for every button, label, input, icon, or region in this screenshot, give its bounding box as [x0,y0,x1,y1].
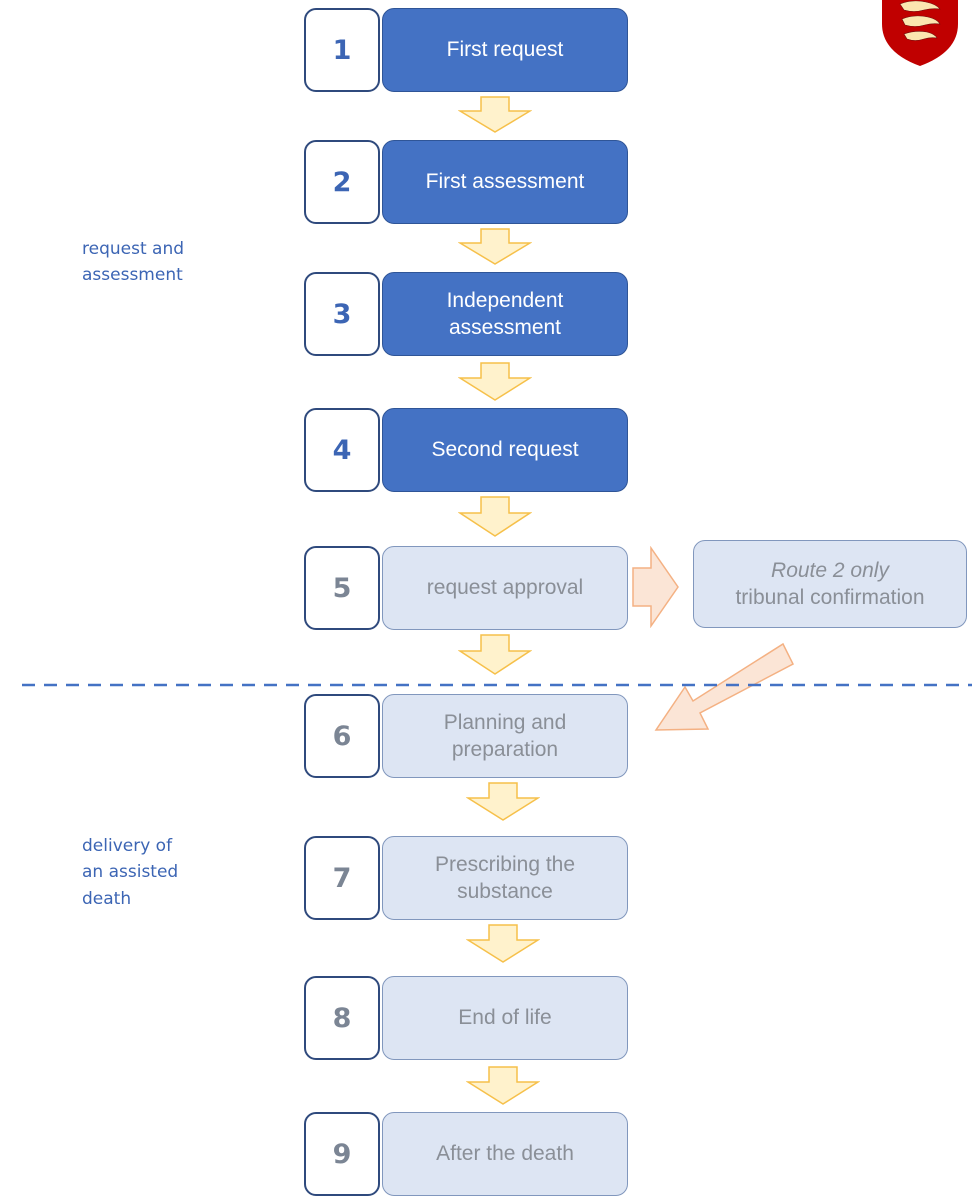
down-arrow-7-8 [466,924,540,963]
step-7-label: Prescribing the substance [434,852,576,903]
down-arrow-2-3 [458,228,532,265]
step-9-after-death: After the death [382,1112,628,1196]
step-8-number: 8 [304,976,380,1060]
tribunal-confirmation-box: Route 2 only tribunal confirmation [693,540,967,628]
step-6-number: 6 [304,694,380,778]
phase-label-request-assessment: request and assessment [82,239,185,286]
tribunal-confirmation-label: tribunal confirmation [735,586,925,609]
step-6-planning-preparation: Planning and preparation [382,694,628,778]
step-9-label: After the death [436,1142,574,1166]
step-7-number: 7 [304,836,380,920]
step-5-label: request approval [426,576,584,600]
step-2-number: 2 [304,140,380,224]
down-arrow-5-6 [458,634,532,675]
phase-label-delivery: delivery of an assisted death [82,836,179,909]
step-1-number: 1 [304,8,380,92]
step-4-number: 4 [304,408,380,492]
down-arrow-6-7 [466,782,540,821]
route-2-only-label: Route 2 only [771,558,889,582]
step-5-number: 5 [304,546,380,630]
step-1-first-request: First request [382,8,628,92]
step-8-label: End of life [458,1006,552,1030]
step-1-label: First request [446,38,564,62]
right-arrow-to-tribunal [632,546,679,628]
phase-divider-line [22,683,972,687]
step-3-label: Independent assessment [446,288,564,339]
down-arrow-3-4 [458,362,532,401]
down-arrow-4-5 [458,496,532,537]
step-7-prescribing-substance: Prescribing the substance [382,836,628,920]
step-8-end-of-life: End of life [382,976,628,1060]
step-3-independent-assessment: Independent assessment [382,272,628,356]
step-6-label: Planning and preparation [443,710,567,761]
down-arrow-8-9 [466,1066,540,1105]
step-4-label: Second request [431,438,579,462]
down-arrow-1-2 [458,96,532,133]
diagonal-arrow-to-step-6 [654,642,794,731]
jersey-coat-of-arms-icon [882,0,958,66]
step-9-number: 9 [304,1112,380,1196]
step-2-first-assessment: First assessment [382,140,628,224]
step-3-number: 3 [304,272,380,356]
step-4-second-request: Second request [382,408,628,492]
step-2-label: First assessment [425,170,585,194]
step-5-request-approval: request approval [382,546,628,630]
